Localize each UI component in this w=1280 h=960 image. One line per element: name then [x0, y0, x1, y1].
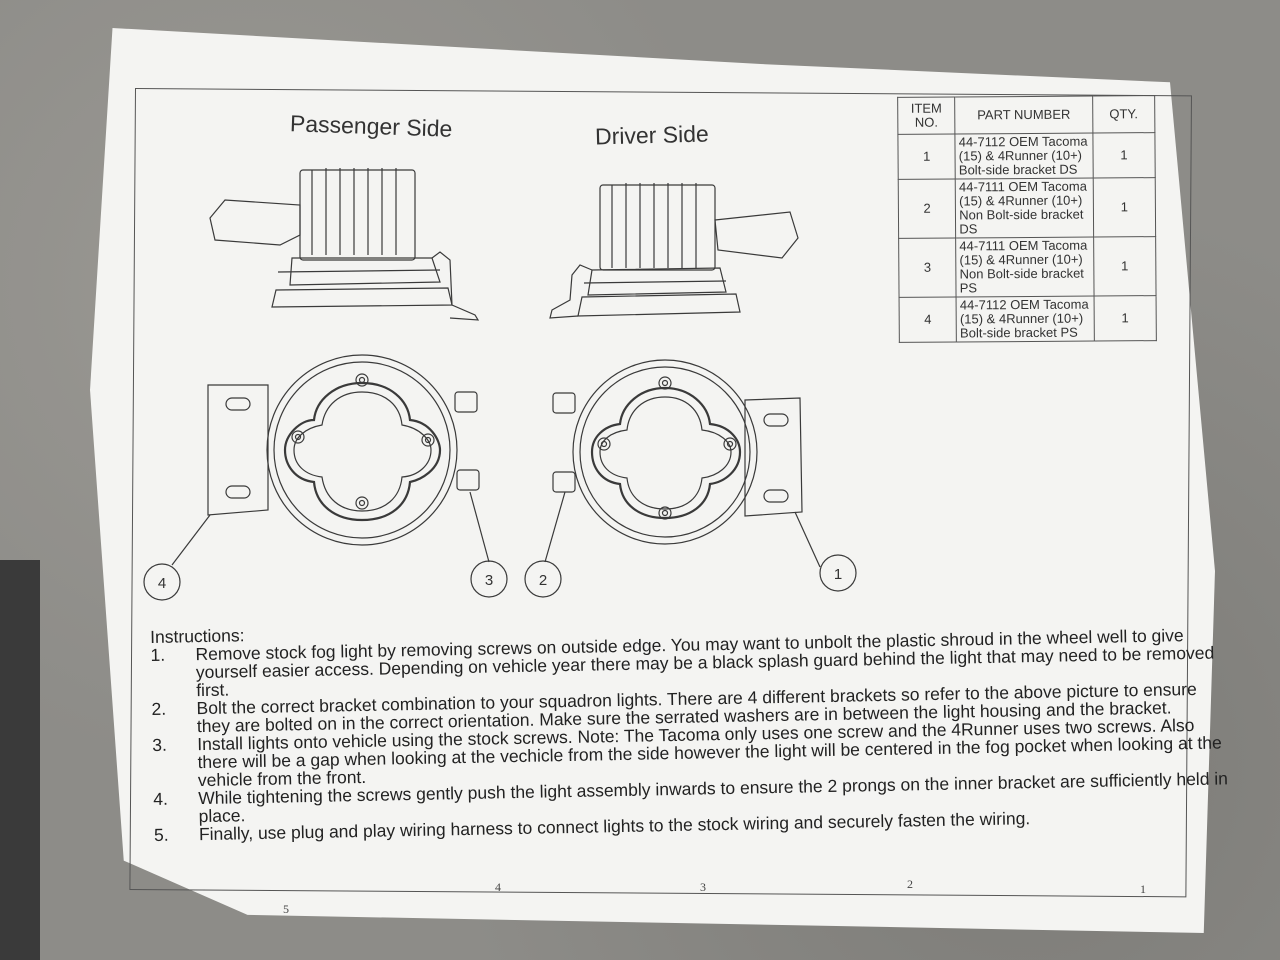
header-qty: QTY.: [1092, 95, 1155, 134]
step-number: 4.: [153, 788, 169, 809]
driver-light-side-view: [549, 183, 799, 319]
balloon-3-label: 3: [485, 572, 493, 589]
quantity: 1: [1093, 295, 1157, 342]
table-row: 4 44-7112 OEM Tacoma (15) & 4Runner (10+…: [899, 295, 1157, 343]
passenger-light-side-view: [209, 168, 480, 321]
balloon-1-label: 1: [834, 566, 842, 583]
balloon-3: [470, 560, 508, 598]
zone-number: 1: [1140, 882, 1146, 896]
zone-number: 5: [283, 902, 289, 916]
quantity: 1: [1092, 132, 1156, 179]
part-number: 44-7112 OEM Tacoma (15) & 4Runner (10+) …: [956, 296, 1095, 342]
parts-table-header: ITEM NO. PART NUMBER QTY.: [897, 95, 1155, 135]
quantity: 1: [1093, 236, 1157, 297]
balloon-2: [524, 560, 562, 598]
balloon-2-label: 2: [539, 572, 547, 589]
table-row: 2 44-7111 OEM Tacoma (15) & 4Runner (10+…: [898, 177, 1156, 239]
item-number: 2: [898, 178, 956, 239]
balloon-4-label: 4: [158, 575, 166, 592]
table-row: 1 44-7112 OEM Tacoma (15) & 4Runner (10+…: [897, 132, 1156, 180]
item-number: 4: [899, 296, 957, 343]
zone-number: 4: [495, 880, 501, 894]
step-number: 3.: [152, 734, 168, 755]
zone-number: 3: [700, 880, 706, 894]
parts-table: ITEM NO. PART NUMBER QTY. 1 44-7112 OEM …: [897, 95, 1157, 343]
balloon-4: [143, 563, 181, 601]
step-number: 2.: [151, 698, 167, 719]
part-number: 44-7111 OEM Tacoma (15) & 4Runner (10+) …: [955, 178, 1094, 238]
step-number: 5.: [153, 824, 169, 845]
instructions-block: Instructions: 1. Remove stock fog light …: [150, 607, 1234, 845]
item-number: 3: [898, 237, 957, 298]
background-object: [0, 560, 40, 960]
zone-number: 2: [907, 877, 913, 891]
driver-light-front-view: [552, 359, 803, 545]
part-number: 44-7111 OEM Tacoma (15) & 4Runner (10+) …: [955, 237, 1094, 297]
quantity: 1: [1092, 177, 1156, 238]
table-row: 3 44-7111 OEM Tacoma (15) & 4Runner (10+…: [898, 236, 1157, 298]
header-part-number: PART NUMBER: [954, 96, 1093, 134]
item-number: 1: [897, 133, 956, 180]
header-item-no: ITEM NO.: [897, 97, 956, 135]
balloon-1: [819, 554, 857, 592]
part-number: 44-7112 OEM Tacoma (15) & 4Runner (10+) …: [955, 133, 1093, 179]
step-number: 1.: [150, 644, 166, 665]
passenger-light-front-view: [207, 354, 480, 546]
instruction-sheet: [90, 28, 1215, 933]
leader-lines: [171, 491, 821, 568]
